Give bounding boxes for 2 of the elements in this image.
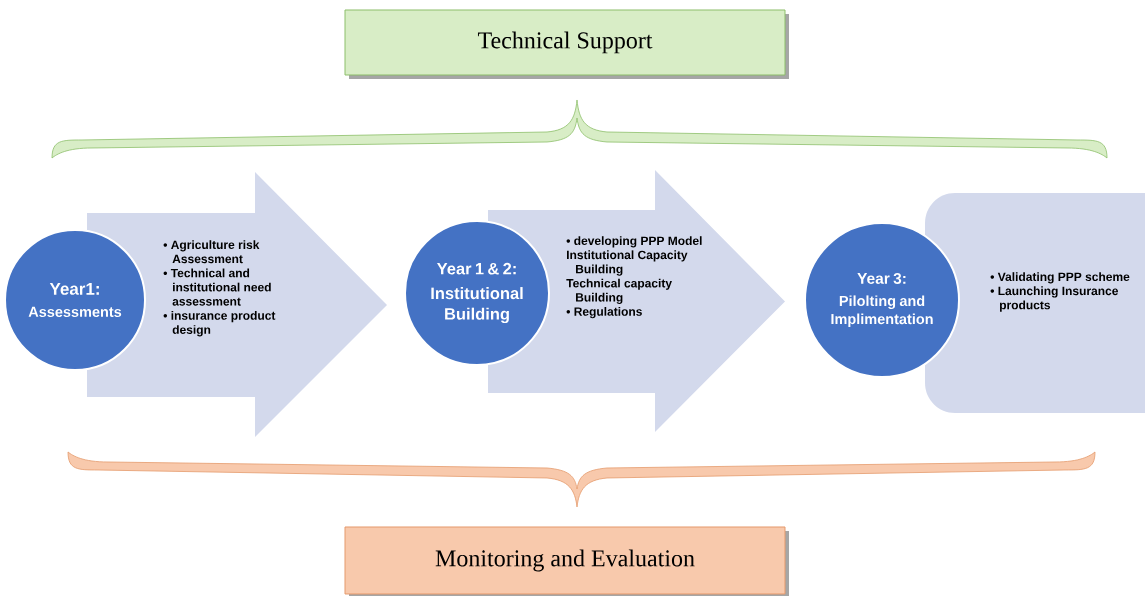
banner-box: Monitoring and Evaluation [344,526,789,596]
banner-box: Technical Support [344,9,789,79]
